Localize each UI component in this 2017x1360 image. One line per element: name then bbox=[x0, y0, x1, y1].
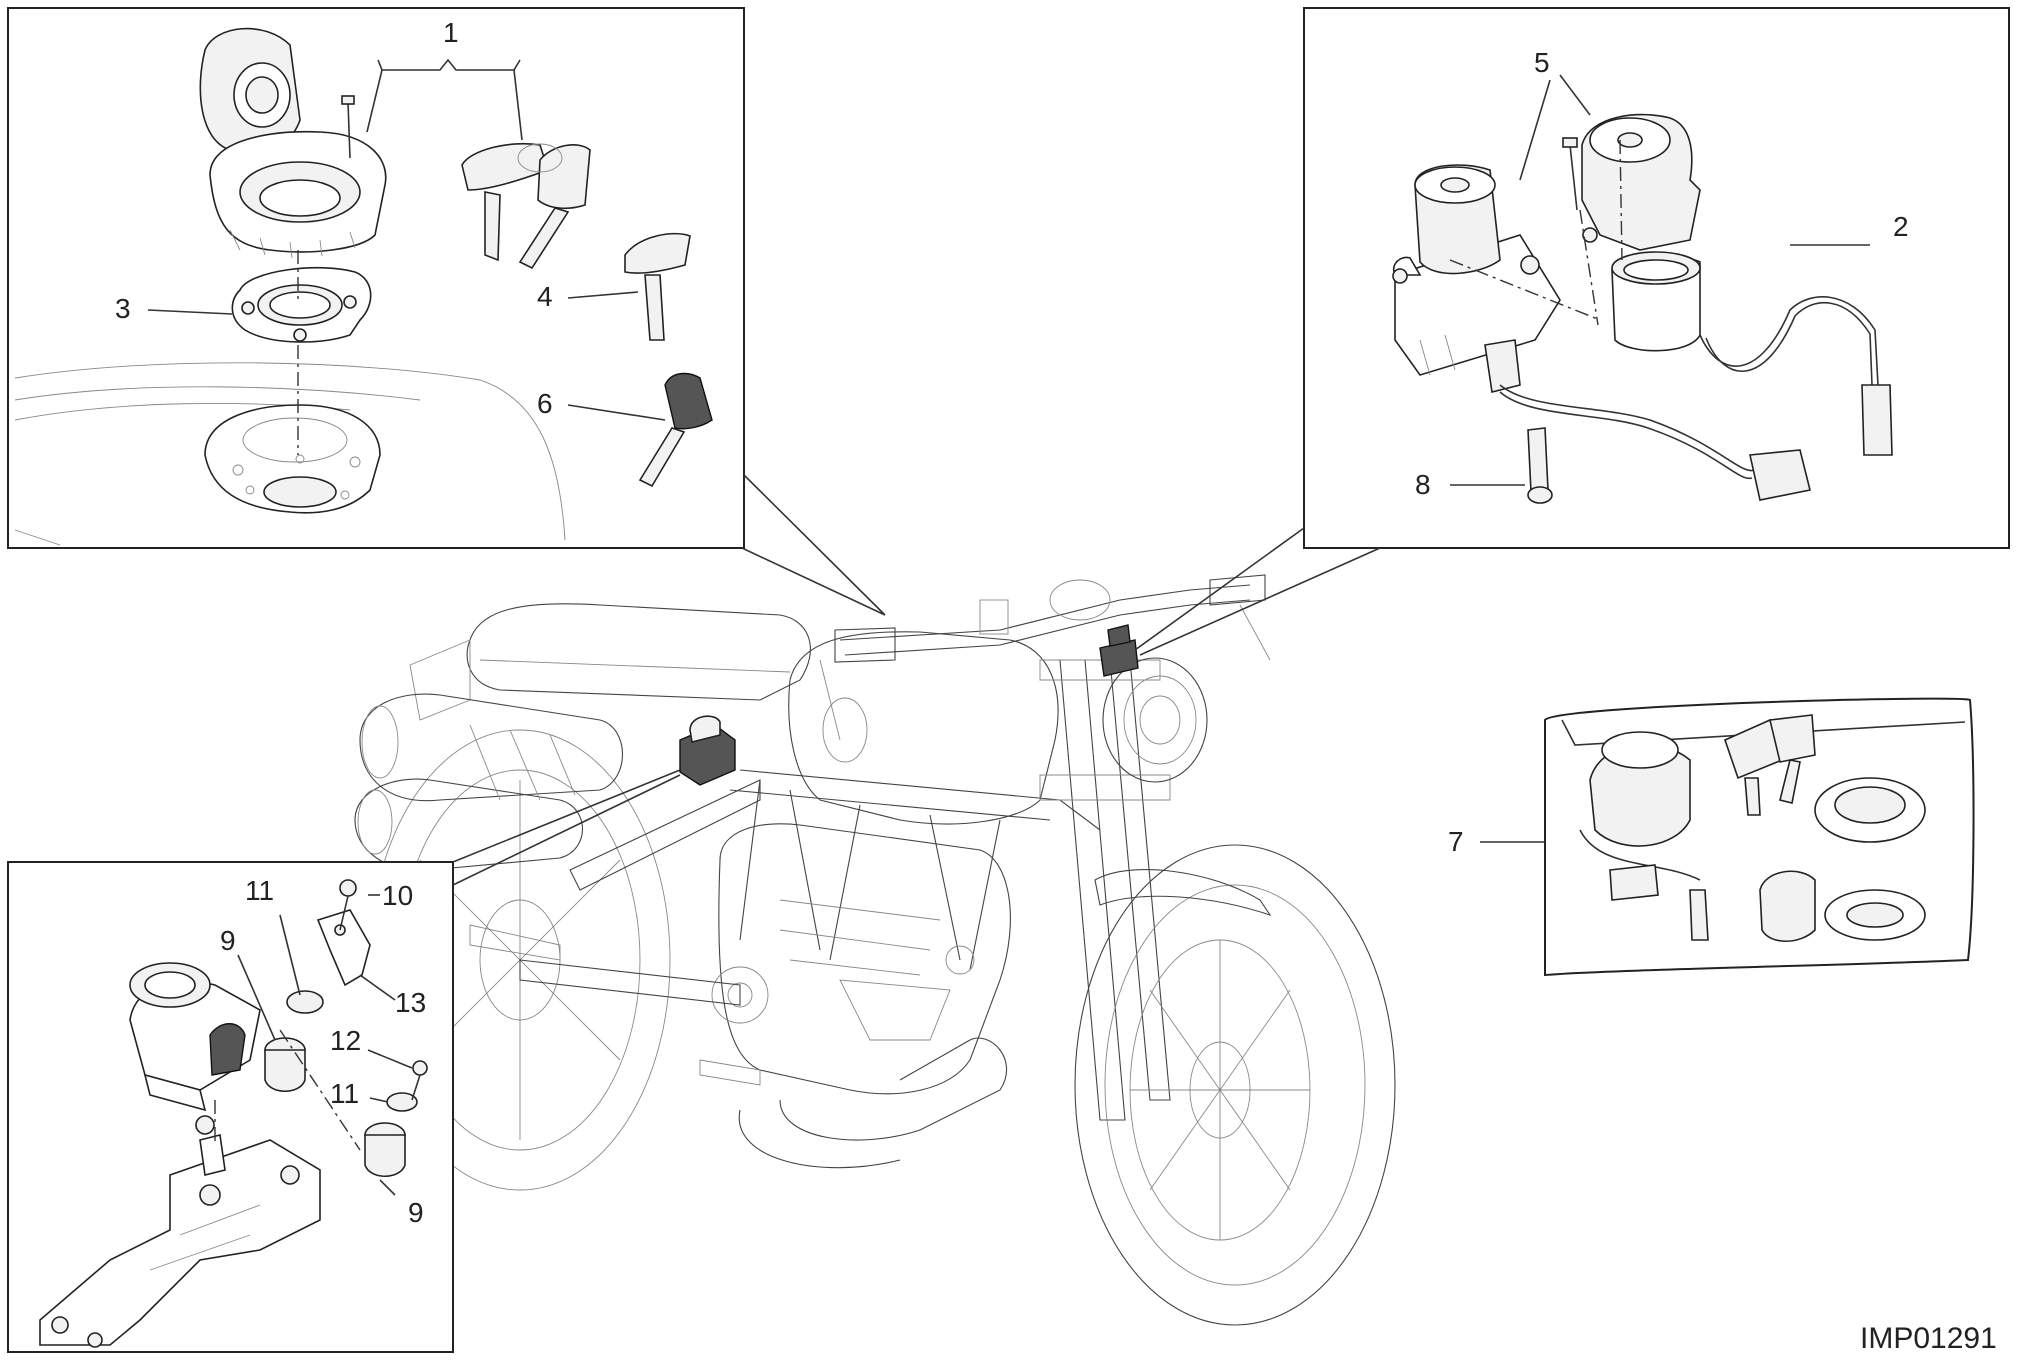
fuel-filler-cap bbox=[199, 27, 387, 259]
ignition-keys-pair bbox=[461, 142, 591, 270]
mounting-plate bbox=[39, 1134, 321, 1348]
callout-11-lower: 11 bbox=[330, 1078, 359, 1109]
callout-12: 12 bbox=[330, 1025, 361, 1056]
wiring-harness bbox=[1499, 296, 1893, 501]
fuel-tank bbox=[788, 631, 1059, 825]
inset-fuel-cap-keys bbox=[7, 7, 886, 616]
callout-1: 1 bbox=[443, 17, 459, 48]
front-forks bbox=[1039, 659, 1171, 1121]
motorcycle-illustration bbox=[354, 574, 1396, 1326]
inset-lock-mounting bbox=[7, 769, 681, 1353]
callout-13: 13 bbox=[395, 987, 426, 1018]
callout-2: 2 bbox=[1893, 211, 1909, 242]
washer-lower bbox=[386, 1092, 418, 1112]
bracket bbox=[316, 909, 371, 987]
cap-flange-ring bbox=[231, 266, 372, 343]
callout-8: 8 bbox=[1415, 469, 1431, 500]
screw-lower bbox=[411, 1060, 428, 1101]
seat-lock-body bbox=[129, 962, 261, 1135]
lock-unit-on-bike bbox=[679, 715, 736, 786]
washer-upper bbox=[286, 990, 324, 1014]
figure-code: IMP01291 bbox=[1860, 1322, 1997, 1355]
callout-7: 7 bbox=[1448, 826, 1464, 857]
master-key bbox=[638, 372, 713, 488]
screw-top bbox=[339, 879, 357, 931]
handlebar bbox=[819, 574, 1271, 741]
switch-cover bbox=[1581, 113, 1701, 251]
inset-ignition-switch bbox=[1134, 7, 2010, 656]
callout-labels: 1 3 4 6 5 2 8 7 11 9 10 13 12 11 9 IMP01… bbox=[115, 17, 1997, 1355]
callout-10: 10 bbox=[382, 880, 413, 911]
headlight bbox=[1102, 657, 1208, 783]
mounting-bolt bbox=[1527, 427, 1553, 504]
rubber-grommet-upper bbox=[264, 1037, 306, 1093]
trellis-frame bbox=[569, 769, 1101, 971]
callout-3: 3 bbox=[115, 293, 131, 324]
lock-cylinder bbox=[1611, 251, 1701, 352]
callout-9-lower: 9 bbox=[408, 1197, 424, 1228]
tank-filler-opening bbox=[204, 404, 381, 514]
engine bbox=[711, 823, 1011, 1095]
seat bbox=[466, 603, 811, 701]
exhaust-mufflers bbox=[354, 693, 623, 871]
front-wheel bbox=[1074, 844, 1396, 1326]
callout-9-upper: 9 bbox=[220, 925, 236, 956]
spare-key bbox=[624, 232, 691, 341]
callout-5: 5 bbox=[1534, 47, 1550, 78]
callout-4: 4 bbox=[537, 281, 553, 312]
callout-11-upper: 11 bbox=[245, 875, 274, 906]
ignition-switch-body bbox=[1392, 164, 1561, 393]
ignition-switch-on-bike bbox=[1099, 639, 1139, 677]
rubber-grommet-lower bbox=[364, 1122, 406, 1178]
callout-6: 6 bbox=[537, 388, 553, 419]
inset-lock-kit bbox=[1480, 697, 1975, 977]
